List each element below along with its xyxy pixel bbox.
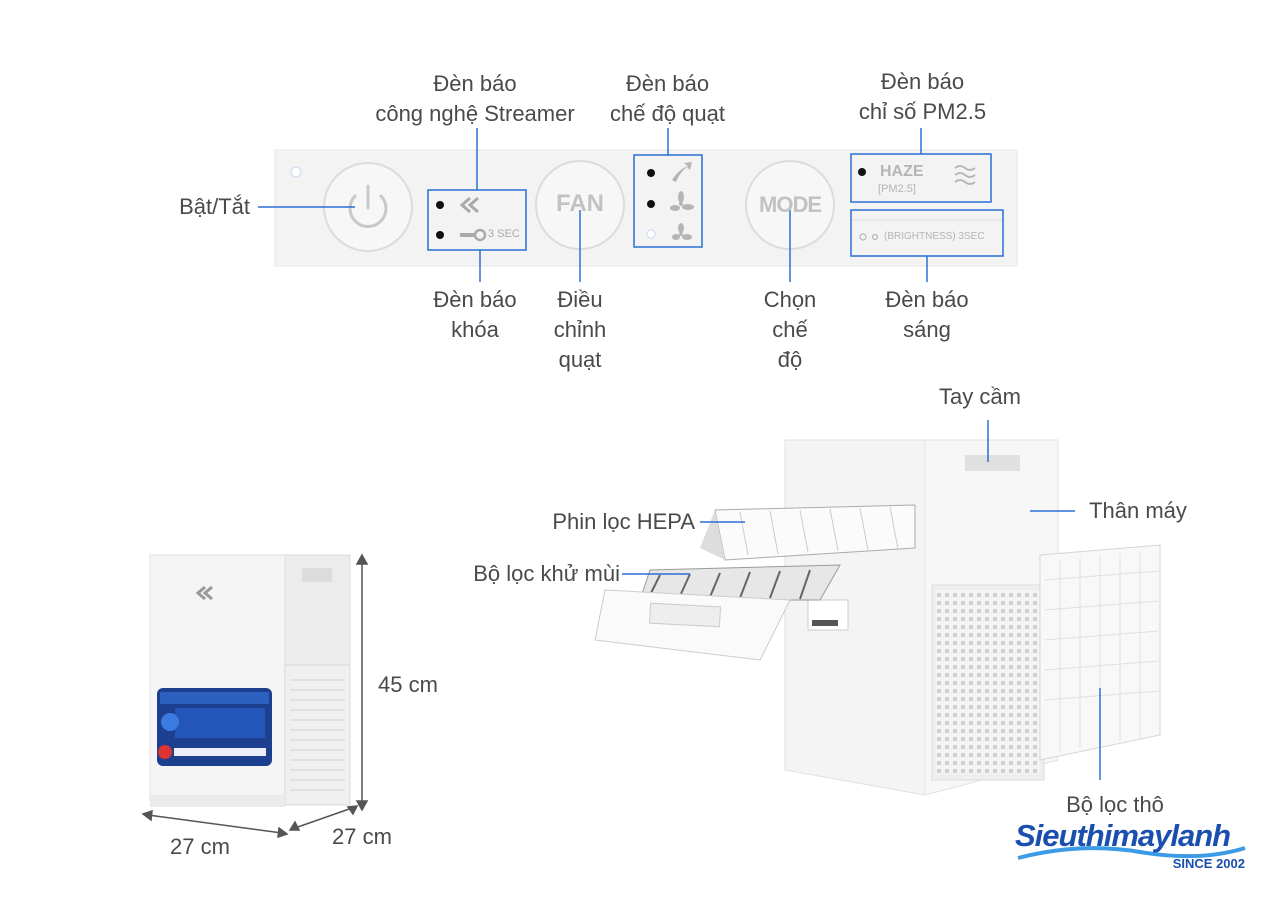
status-light — [290, 166, 302, 178]
streamer-icon — [459, 196, 479, 214]
pm25-indicator-label: Đèn báo chỉ số PM2.5 — [858, 69, 987, 124]
product-front-view — [149, 554, 351, 807]
width-dimension: 27 cm — [170, 834, 230, 859]
turbo-icon — [672, 162, 692, 182]
lock-indicator-label: Đèn báo khóa — [433, 287, 517, 342]
depth-arrow — [294, 807, 353, 829]
prefilter-label: Bộ lọc thô — [1066, 792, 1164, 817]
hepa-label: Phin lọc HEPA — [552, 509, 695, 534]
brand-since: SINCE 2002 — [1172, 856, 1245, 871]
haze-icon — [954, 165, 976, 185]
brightness-text: (BRIGHTNESS) 3SEC — [884, 231, 985, 242]
handle-label: Tay cầm — [939, 384, 1021, 409]
pm25-text: [PM2.5] — [878, 183, 916, 195]
depth-dimension: 27 cm — [332, 824, 392, 849]
height-dimension: 45 cm — [378, 672, 438, 697]
brightness-icon — [859, 233, 879, 241]
product-exploded-view — [594, 439, 1161, 796]
fan-low-icon — [672, 223, 692, 240]
lock-seconds-text: 3 SEC — [488, 228, 520, 240]
brightness-indicator-label: Đèn báo sáng — [885, 287, 969, 342]
brand-wave-icon — [1017, 846, 1246, 860]
streamer-indicator-label: Đèn báo công nghệ Streamer — [375, 71, 575, 126]
hepa-filter — [714, 504, 916, 561]
fan-button-text: FAN — [556, 190, 604, 217]
fan-high-icon — [670, 191, 694, 211]
brand-logo: Sieuthimaylanh SINCE 2002 — [1015, 818, 1250, 871]
mode-select-label: Chọn chế độ — [763, 287, 817, 372]
width-arrow — [147, 814, 283, 834]
power-label: Bật/Tắt — [179, 194, 250, 219]
key-icon — [460, 228, 487, 242]
fan-mode-indicator-label: Đèn báo chế độ quạt — [610, 71, 725, 126]
handle-slot — [965, 455, 1020, 471]
body-label: Thân máy — [1089, 498, 1187, 523]
haze-text: HAZE — [880, 163, 924, 180]
deodorizing-label: Bộ lọc khử mùi — [473, 561, 620, 586]
brand-name: Sieuthimaylanh — [1015, 818, 1231, 853]
mode-button-text: MODE — [759, 192, 822, 217]
fan-adjust-label: Điều chỉnh quạt — [553, 287, 607, 372]
daikin-logo-icon — [195, 585, 213, 601]
